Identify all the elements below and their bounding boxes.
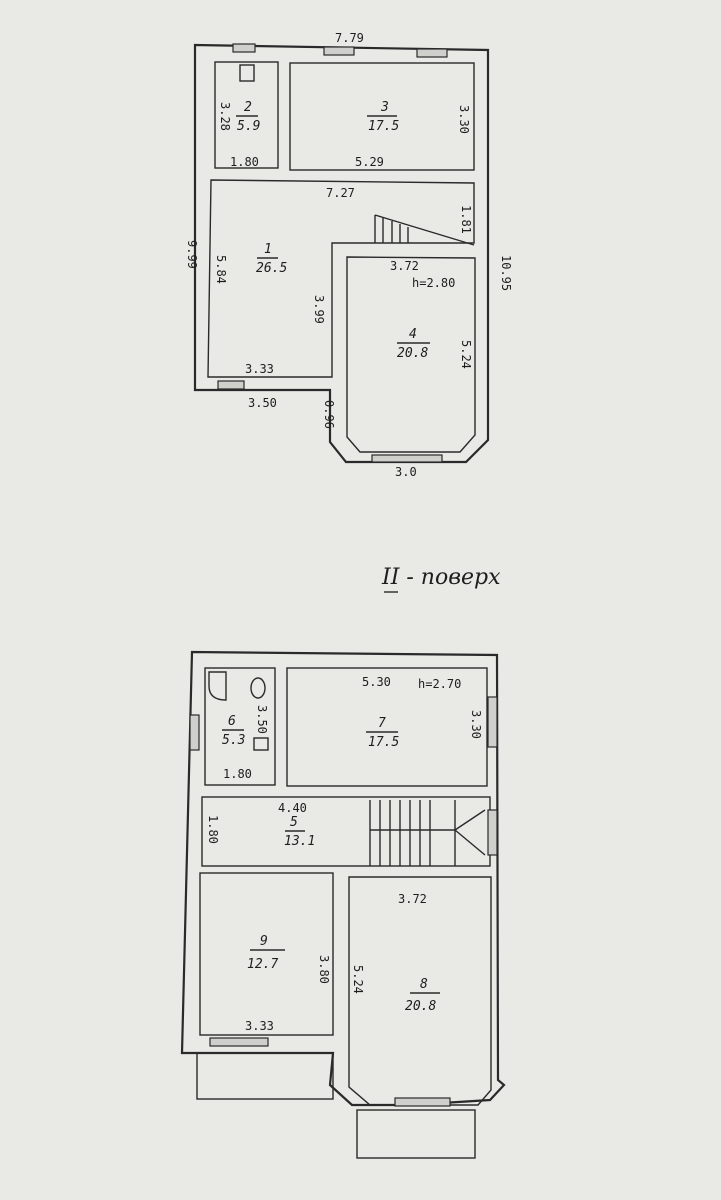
dim-hall-width: 4.40 — [278, 801, 307, 815]
svg-text:5: 5 — [290, 815, 298, 830]
dim-room8-height: 5.24 — [351, 965, 365, 994]
svg-text:8: 8 — [420, 977, 428, 992]
svg-text:5.9: 5.9 — [237, 119, 260, 134]
room-5-label: 5 13.1 — [284, 815, 315, 849]
window — [487, 809, 498, 856]
svg-text:1: 1 — [264, 242, 272, 257]
window — [371, 454, 443, 463]
dim-room3-height: 3.30 — [457, 105, 471, 134]
room-7-label: 7 17.5 — [366, 716, 399, 750]
svg-text:20.8: 20.8 — [405, 999, 436, 1014]
window — [323, 46, 355, 56]
bathroom-fixtures-icon — [208, 671, 269, 751]
staircase — [369, 800, 486, 866]
dim-hall-height: 1.80 — [206, 815, 220, 844]
room-6-outline — [204, 667, 276, 786]
dim-room6-width: 1.80 — [223, 767, 252, 781]
dim-room7-width: 5.30 — [362, 675, 391, 689]
svg-text:2: 2 — [244, 100, 252, 115]
dim-bottom-left: 3.50 — [248, 396, 277, 410]
floor-2-title: II - поверх — [381, 565, 501, 590]
window — [217, 380, 245, 390]
window — [209, 1037, 269, 1047]
dim-left-height: 9.99 — [185, 240, 199, 269]
svg-text:17.5: 17.5 — [368, 119, 399, 134]
window — [487, 696, 498, 748]
window — [416, 48, 448, 58]
room-9-outline — [199, 872, 334, 1036]
dim-room7-ceiling: h=2.70 — [418, 677, 461, 691]
svg-text:3: 3 — [380, 100, 389, 115]
room-5-outline — [201, 796, 491, 867]
room-8-outline — [348, 876, 492, 1106]
dim-bay-width: 3.0 — [395, 465, 417, 479]
dim-room2-height: 3.28 — [218, 102, 232, 131]
svg-text:9: 9 — [260, 934, 268, 949]
svg-text:7: 7 — [378, 716, 386, 731]
room-1-outline — [207, 179, 475, 378]
dim-bay-offset: 0.96 — [322, 400, 336, 429]
room-2-outline — [214, 61, 279, 169]
dim-top-width: 7.79 — [335, 31, 364, 45]
dim-room6-height: 3.50 — [255, 705, 269, 734]
floor1-outer-wall — [193, 43, 490, 464]
room-3-outline — [289, 62, 475, 171]
dim-room4-width: 3.72 — [390, 259, 419, 273]
svg-text:13.1: 13.1 — [284, 834, 315, 849]
dim-room7-height: 3.30 — [469, 710, 483, 739]
room-7-outline — [286, 667, 488, 787]
balcony-left — [196, 1052, 334, 1100]
room-9-label: 9 12.7 — [247, 934, 285, 972]
window — [394, 1097, 451, 1107]
dim-room8-width: 3.72 — [398, 892, 427, 906]
svg-text:12.7: 12.7 — [247, 957, 278, 972]
dim-room4-height: 5.24 — [459, 340, 473, 369]
dim-right-height: 10.95 — [499, 255, 513, 291]
dim-room1-height: 5.84 — [214, 255, 228, 284]
dim-hall-width: 7.27 — [326, 186, 355, 200]
room-4-label: 4 20.8 — [397, 327, 430, 361]
svg-text:6: 6 — [228, 714, 236, 729]
svg-text:26.5: 26.5 — [256, 261, 287, 276]
window — [189, 714, 200, 751]
room-4-outline — [346, 256, 476, 453]
dim-room1-width: 3.33 — [245, 362, 274, 376]
room-2-label: 2 5.9 — [236, 100, 260, 134]
dim-room4-ceiling: h=2.80 — [412, 276, 455, 290]
window — [232, 43, 256, 53]
room-8-label: 8 20.8 — [405, 977, 440, 1014]
balcony-front — [356, 1109, 476, 1159]
dim-room9-height: 3.80 — [317, 955, 331, 984]
room-3-label: 3 17.5 — [367, 100, 399, 134]
dim-room1-inner-height: 3.99 — [312, 295, 326, 324]
dim-room3-width: 5.29 — [355, 155, 384, 169]
floor-1-plan: 7.79 9.99 10.95 3.50 0.96 3.0 3.28 1.80 … — [185, 31, 513, 479]
svg-text:4: 4 — [409, 327, 417, 342]
floor-2-plan: 5.30 h=2.70 3.30 3.50 1.80 4.40 1.80 3.7… — [180, 650, 506, 1159]
staircase — [374, 214, 475, 246]
toilet-icon — [239, 64, 255, 82]
svg-text:5.3: 5.3 — [222, 733, 245, 748]
svg-text:17.5: 17.5 — [368, 735, 399, 750]
dim-stair-height: 1.81 — [459, 205, 473, 234]
room-6-label: 6 5.3 — [222, 714, 245, 748]
svg-text:20.8: 20.8 — [397, 346, 428, 361]
room-1-label: 1 26.5 — [256, 242, 287, 276]
dim-room9-width: 3.33 — [245, 1019, 274, 1033]
dim-room2-width: 1.80 — [230, 155, 259, 169]
